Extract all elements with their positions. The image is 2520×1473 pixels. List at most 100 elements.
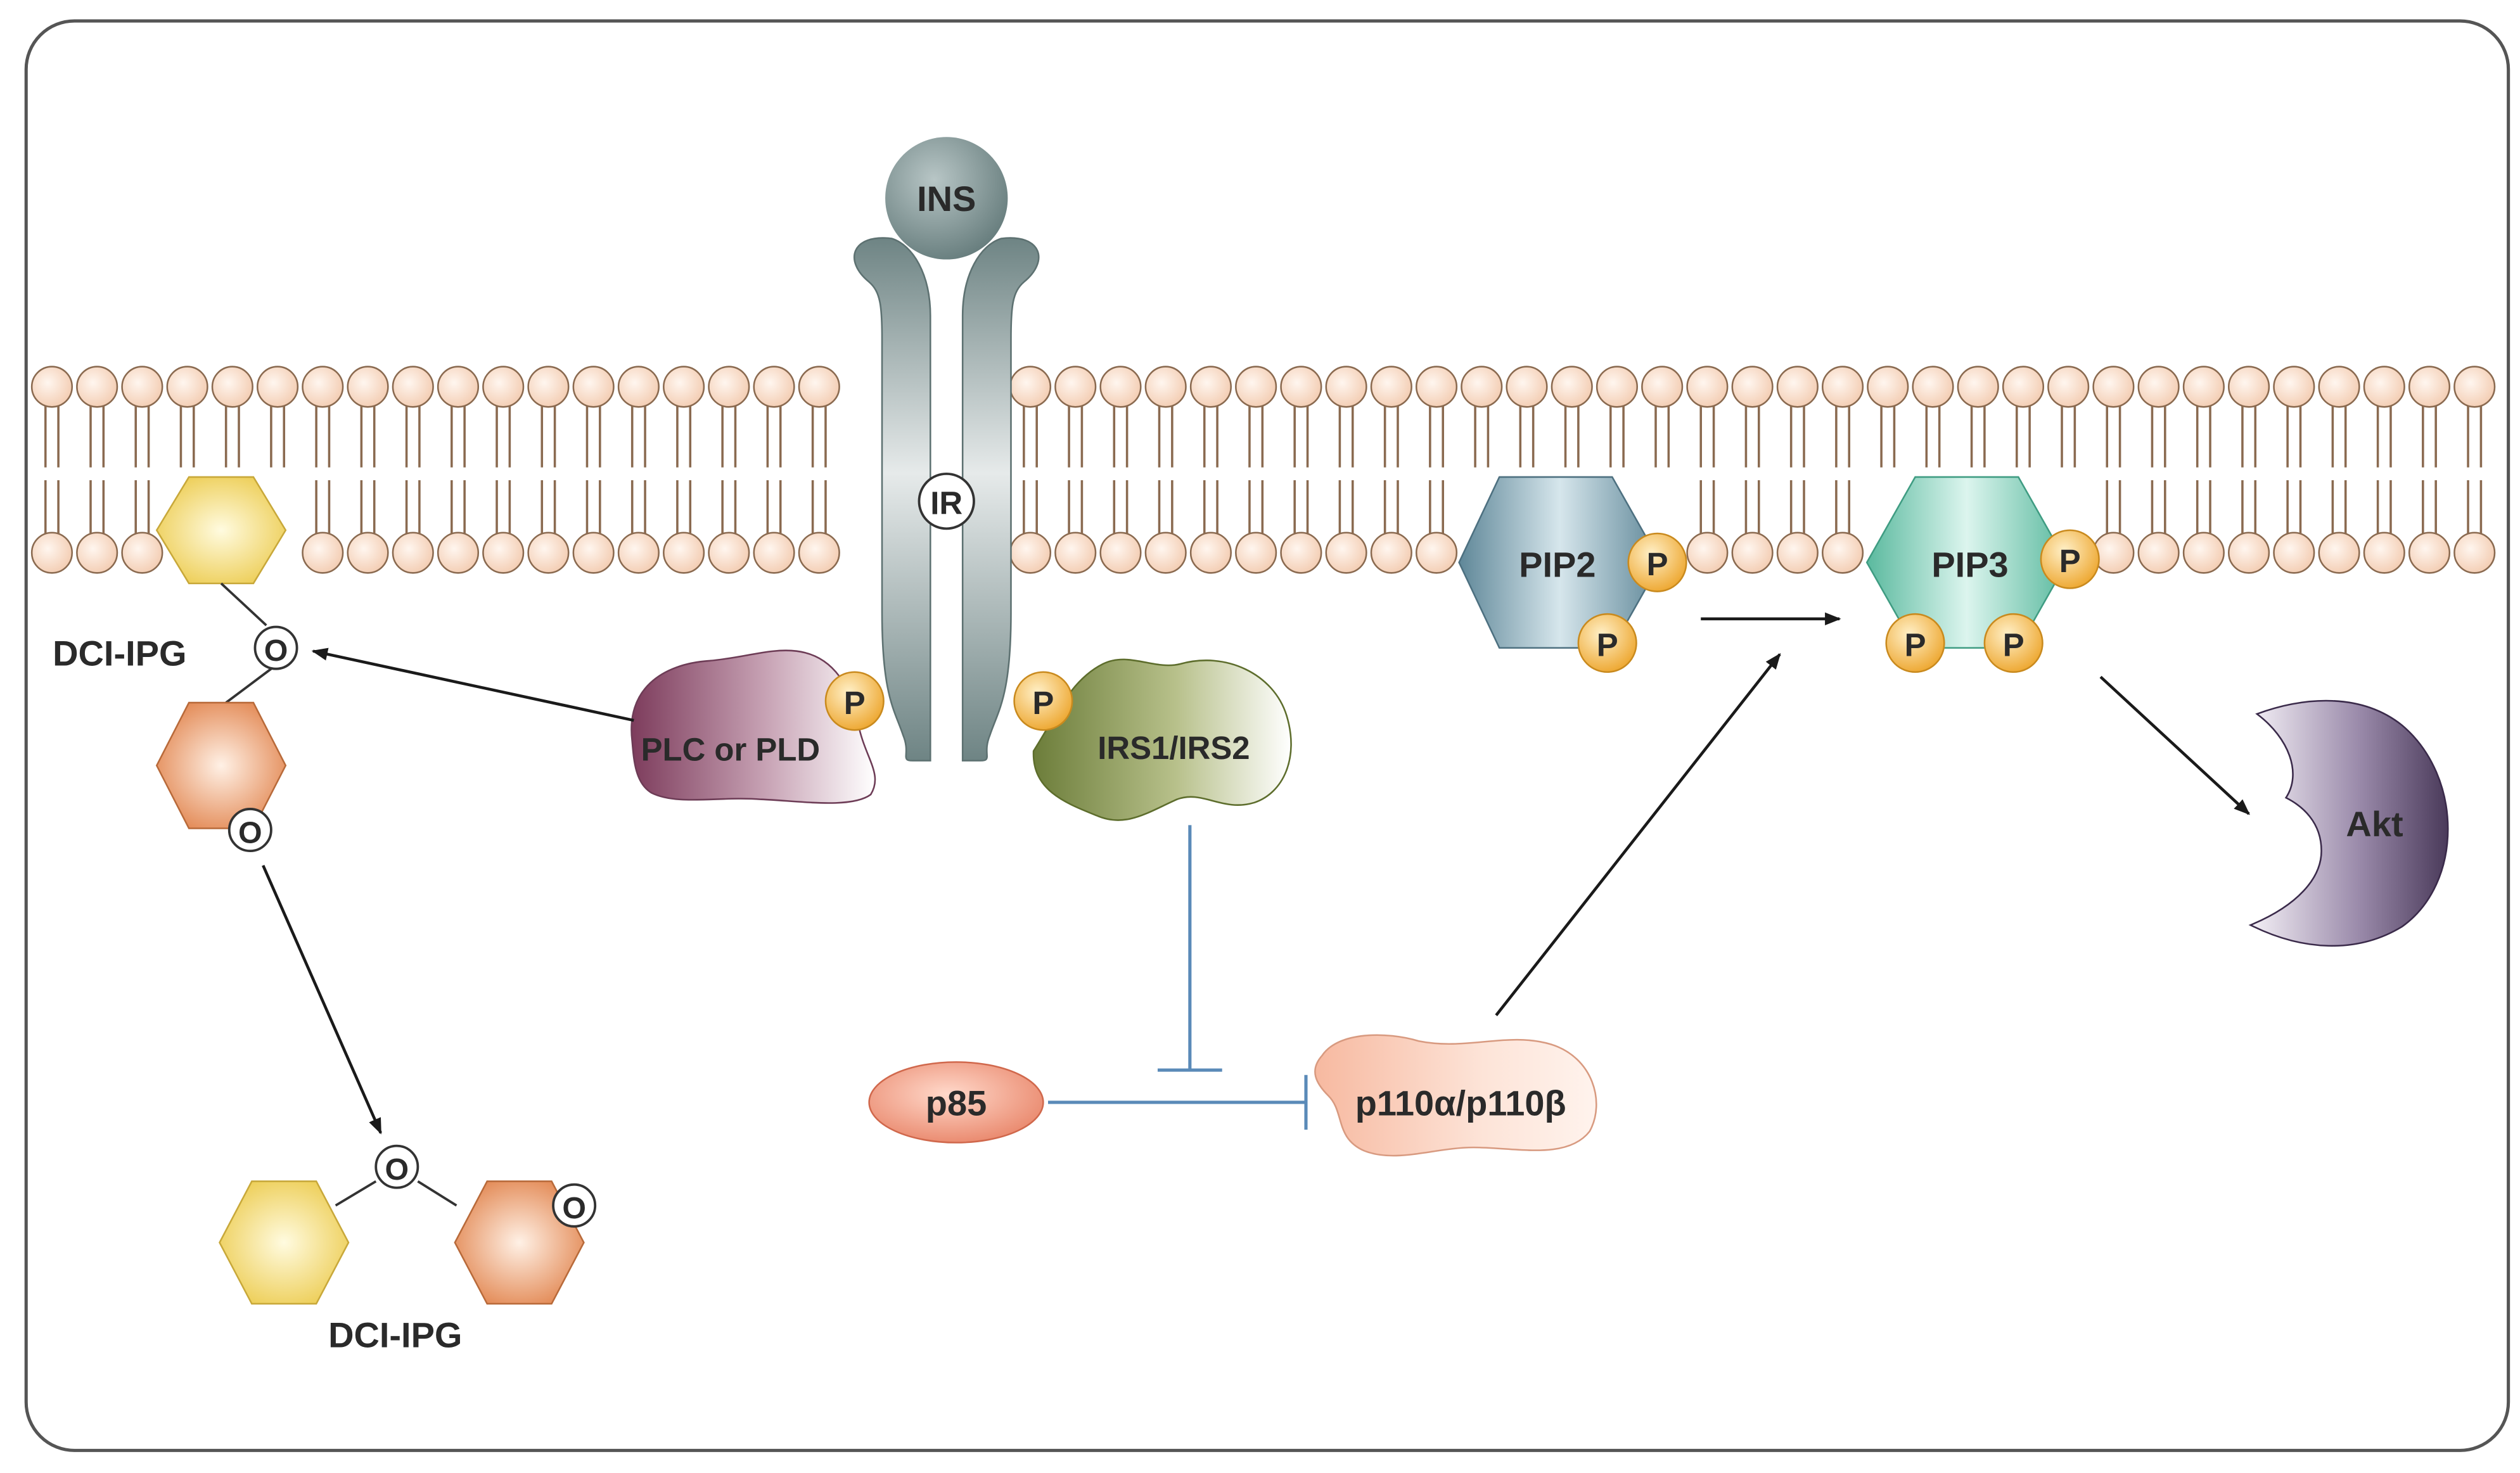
p85-label: p85 [926, 1083, 987, 1123]
lipid-head [302, 532, 344, 574]
lipid-head [2453, 366, 2496, 408]
lipid-tail [315, 480, 331, 535]
lipid-head [1776, 366, 1819, 408]
lipid-head [1686, 532, 1729, 574]
lipid-tail [1880, 406, 1896, 468]
lipid-tail [1970, 406, 1986, 468]
lipid-tail [1699, 480, 1715, 535]
lipid-tail [270, 406, 286, 468]
plc-pld-label: PLC or PLD [641, 732, 821, 768]
lipid-head [527, 532, 570, 574]
lipid-head [30, 366, 74, 408]
lipid-tail [315, 406, 331, 468]
lipid-head [1009, 532, 1052, 574]
lipid-head [392, 532, 434, 574]
lipid-tail [2286, 480, 2302, 535]
lipid-head [76, 532, 118, 574]
lipid-head [347, 366, 389, 408]
lipid-tail [721, 406, 737, 468]
lipid-tail [1383, 480, 1399, 535]
lipid-head [76, 366, 118, 408]
lipid-head [708, 366, 750, 408]
lipid-head [663, 532, 705, 574]
lipid-tail [1203, 480, 1218, 535]
lipid-tail [2061, 406, 2076, 468]
lipid-tail [1158, 406, 1174, 468]
lipid-tail [1474, 406, 1490, 468]
lipid-tail [585, 406, 601, 468]
lipid-head [1189, 366, 1232, 408]
lipid-head [166, 366, 208, 408]
dci-ipg-bottom-label: DCI-IPG [328, 1315, 462, 1355]
svg-text:P: P [1647, 546, 1668, 582]
lipid-head [753, 532, 795, 574]
akt-kinase: Akt [2248, 699, 2449, 947]
lipid-head [1957, 366, 1999, 408]
lipid-tail [721, 480, 737, 535]
lipid-head [211, 366, 253, 408]
lipid-tail [360, 480, 376, 535]
p110-catalytic-subunit: p110α/p110β [1314, 1034, 1597, 1157]
lipid-head [1325, 366, 1367, 408]
lipid-head [2228, 532, 2270, 574]
lipid-tail [630, 480, 646, 535]
lipid-tail [1744, 406, 1760, 468]
lipid-head [2002, 366, 2045, 408]
lipid-tail [2376, 480, 2392, 535]
lipid-tail [1654, 406, 1670, 468]
svg-text:P: P [1032, 685, 1054, 721]
lipid-tail [1519, 406, 1535, 468]
lipid-head [121, 532, 163, 574]
lipid-tail [2196, 480, 2211, 535]
lipid-tail [766, 406, 782, 468]
lipid-head [392, 366, 434, 408]
lipid-tail [44, 406, 60, 468]
lipid-head [798, 532, 840, 574]
lipid-tail [630, 406, 646, 468]
oxygen-label: O [264, 634, 288, 668]
lipid-tail [451, 480, 466, 535]
lipid-head [347, 532, 389, 574]
svg-text:P: P [1905, 627, 1926, 663]
lipid-head [1054, 366, 1097, 408]
akt-label: Akt [2346, 804, 2403, 844]
lipid-head [1912, 366, 1954, 408]
lipid-tail [1023, 480, 1038, 535]
lipid-tail [2151, 480, 2166, 535]
lipid-head [1415, 532, 1458, 574]
lipid-head [1822, 532, 1864, 574]
plc-pld-enzyme: PLC or PLD [630, 649, 876, 804]
lipid-head [617, 366, 660, 408]
lipid-tail [2106, 406, 2121, 468]
oxygen-label: O [385, 1152, 409, 1187]
lipid-tail [179, 406, 195, 468]
pip3-lipid: PIP3 P P P [1865, 476, 2100, 673]
lipid-head [2318, 366, 2360, 408]
lipid-tail [676, 480, 692, 535]
lipid-tail [2016, 406, 2031, 468]
lipid-tail [1248, 406, 1264, 468]
lipid-tail [766, 480, 782, 535]
lipid-tail [1248, 480, 1264, 535]
lipid-head [2137, 366, 2180, 408]
lipid-head [2363, 366, 2405, 408]
lipid-head [1822, 366, 1864, 408]
lipid-tail [2467, 406, 2483, 468]
irs-protein: IRS1/IRS2 [1032, 658, 1292, 821]
lipid-tail [405, 406, 421, 468]
lipid-tail [496, 480, 511, 535]
lipid-head [1867, 366, 1909, 408]
irs-label: IRS1/IRS2 [1097, 730, 1250, 766]
lipid-head [1686, 366, 1729, 408]
lipid-head [2453, 532, 2496, 574]
lipid-head [302, 366, 344, 408]
lipid-head [2228, 366, 2270, 408]
lipid-tail [2241, 480, 2257, 535]
lipid-head [1370, 532, 1412, 574]
lipid-head [1731, 532, 1774, 574]
svg-text:P: P [844, 685, 866, 721]
lipid-tail [1835, 406, 1851, 468]
inhibition-lines [1047, 825, 1308, 1130]
svg-text:P: P [2003, 627, 2024, 663]
lipid-head [753, 366, 795, 408]
